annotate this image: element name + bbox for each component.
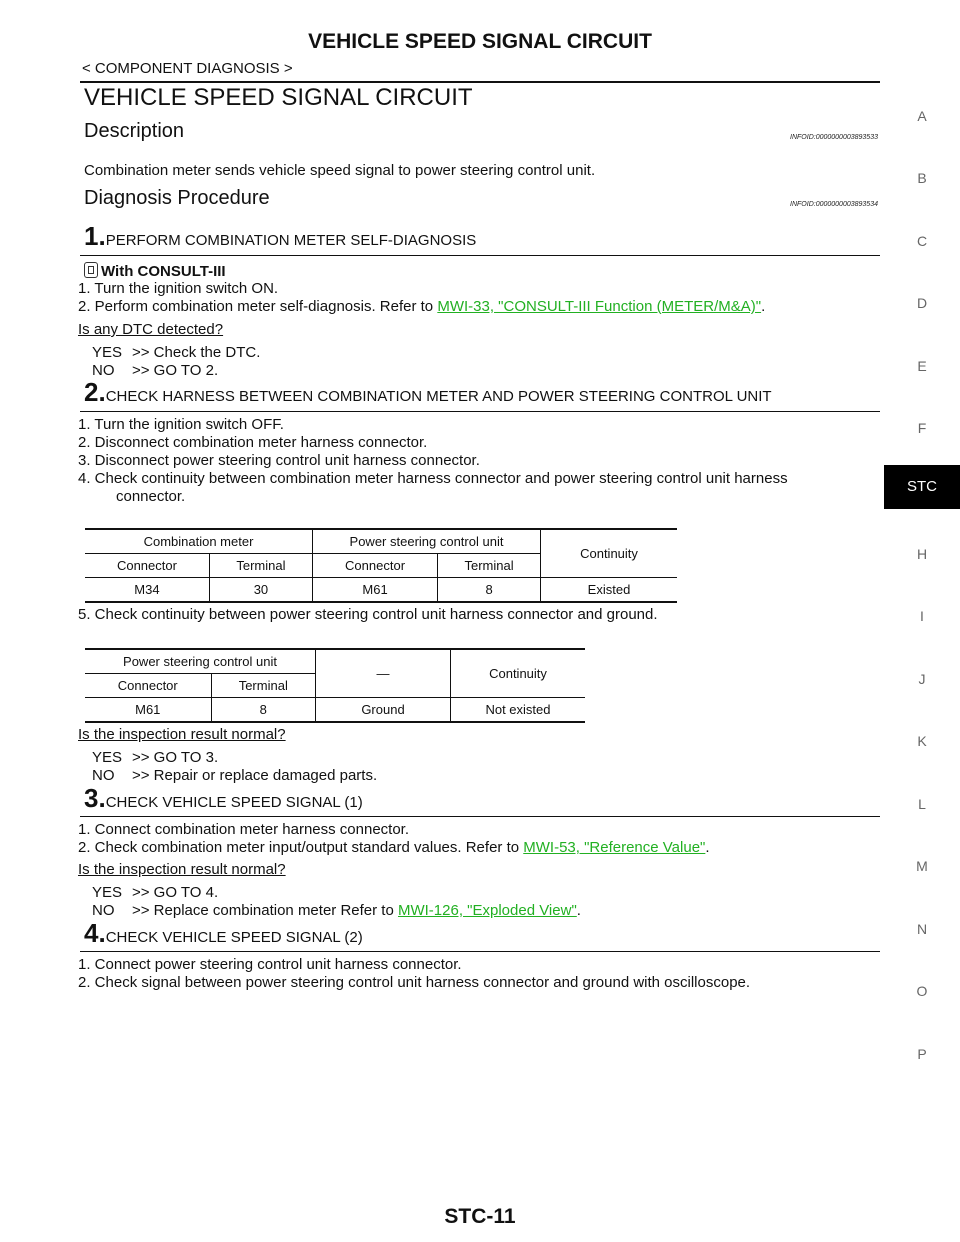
step2-line4b: connector. [116,488,186,505]
step2-line4a: 4. Check continuity between combination … [78,470,788,487]
index-letter-h[interactable]: H [916,546,928,562]
link-mwi-53[interactable]: MWI-53, "Reference Value" [523,839,706,856]
step4-line1: 1. Connect power steering control unit h… [78,956,462,973]
t1-header-connector-2: Connector [311,553,438,578]
t1-cell-continuity: Existed [540,577,677,603]
consult-tool-icon [84,262,98,278]
index-letter-j[interactable]: J [918,671,926,687]
t2-cell-terminal: 8 [210,697,316,723]
step1-number: 1. [84,221,106,251]
t2-header-continuity: Continuity [450,648,585,698]
step1-line1: 1. Turn the ignition switch ON. [78,280,279,297]
t1-header-meter: Combination meter [85,528,313,554]
step2-line3: 3. Disconnect power steering control uni… [78,452,480,469]
step3-line2: 2. Check combination meter input/output … [78,839,710,856]
t2-header-connector: Connector [85,673,212,698]
description-heading: Description [84,120,185,142]
index-letter-o[interactable]: O [916,983,928,999]
t2-cell-continuity: Not existed [450,697,585,723]
t1-header-continuity: Continuity [540,528,677,578]
t2-header-terminal: Terminal [210,673,316,698]
step3-number: 3. [84,783,106,813]
t1-header-connector-1: Connector [85,553,210,578]
step1-yes: YES>> Check the DTC. [92,344,261,361]
t2-cell-connector: M61 [85,697,212,723]
t1-cell-connector-1: M34 [85,577,210,603]
step1-with-consult: With CONSULT-III [84,262,226,280]
t1-cell-terminal-2: 8 [437,577,541,603]
step3-heading: 3.CHECK VEHICLE SPEED SIGNAL (1) [84,783,363,814]
step3-line1: 1. Connect combination meter harness con… [78,821,410,838]
step2-title: CHECK HARNESS BETWEEN COMBINATION METER … [105,388,772,405]
link-mwi-33[interactable]: MWI-33, "CONSULT-III Function (METER/M&A… [437,298,762,315]
step4-divider [80,951,880,952]
step2-question: Is the inspection result normal? [78,726,286,743]
link-mwi-126[interactable]: MWI-126, "Exploded View" [397,902,577,919]
index-letter-n[interactable]: N [916,921,928,937]
description-infoid: INFOID:0000000003893533 [790,134,878,141]
page-number: STC-11 [444,1205,516,1228]
step1-title: PERFORM COMBINATION METER SELF-DIAGNOSIS [105,232,477,249]
step3-question: Is the inspection result normal? [78,861,286,878]
index-letter-i[interactable]: I [920,608,924,624]
index-letter-k[interactable]: K [917,733,927,749]
step3-title: CHECK VEHICLE SPEED SIGNAL (1) [105,794,363,811]
step1-no: NO>> GO TO 2. [92,362,219,379]
t2-header-psu: Power steering control unit [85,648,316,674]
breadcrumb: < COMPONENT DIAGNOSIS > [82,60,293,77]
t1-header-psu: Power steering control unit [311,528,541,554]
step1-line2: 2. Perform combination meter self-diagno… [78,298,766,315]
step2-number: 2. [84,377,106,407]
step1-question: Is any DTC detected? [78,321,224,338]
t1-cell-terminal-1: 30 [208,577,313,603]
page-header-title: VEHICLE SPEED SIGNAL CIRCUIT [308,30,652,53]
step2-heading: 2.CHECK HARNESS BETWEEN COMBINATION METE… [84,377,772,408]
step2-line5: 5. Check continuity between power steeri… [78,606,658,623]
index-letter-e[interactable]: E [917,358,927,374]
index-letter-b[interactable]: B [917,170,927,186]
continuity-table-2: Power steering control unit — Continuity… [85,648,585,723]
t1-header-terminal-2: Terminal [437,553,541,578]
step2-divider [80,411,880,412]
t2-header-dash: — [315,648,451,698]
diagnosis-heading: Diagnosis Procedure [84,187,270,209]
step2-line2: 2. Disconnect combination meter harness … [78,434,428,451]
step3-yes: YES>> GO TO 4. [92,884,219,901]
step4-title: CHECK VEHICLE SPEED SIGNAL (2) [105,929,363,946]
step2-no: NO>> Repair or replace damaged parts. [92,767,378,784]
section-index-sidebar: A B C D E F STC H I J K L M N O P [884,0,960,1242]
step4-line2: 2. Check signal between power steering c… [78,974,751,991]
diagnosis-infoid: INFOID:0000000003893534 [790,201,878,208]
index-letter-l[interactable]: L [918,796,926,812]
t1-header-terminal-1: Terminal [208,553,313,578]
section-title: VEHICLE SPEED SIGNAL CIRCUIT [84,84,473,111]
t1-cell-connector-2: M61 [311,577,438,603]
step2-line1: 1. Turn the ignition switch OFF. [78,416,284,433]
step4-heading: 4.CHECK VEHICLE SPEED SIGNAL (2) [84,918,363,949]
header-divider [80,81,880,83]
description-text: Combination meter sends vehicle speed si… [84,162,596,179]
index-letter-f[interactable]: F [917,420,927,436]
step2-yes: YES>> GO TO 3. [92,749,219,766]
index-letter-a[interactable]: A [917,108,927,124]
step3-divider [80,816,880,817]
step1-heading: 1.PERFORM COMBINATION METER SELF-DIAGNOS… [84,221,476,252]
step4-number: 4. [84,918,106,948]
index-letter-d[interactable]: D [916,295,928,311]
t2-cell-ground: Ground [315,697,451,723]
index-letter-c[interactable]: C [916,233,928,249]
step3-no: NO>> Replace combination meter Refer to … [92,902,581,919]
continuity-table-1: Combination meter Power steering control… [85,528,677,603]
step1-divider [80,255,880,256]
index-tab-stc-active[interactable]: STC [884,465,960,509]
index-letter-m[interactable]: M [916,858,928,874]
index-letter-p[interactable]: P [917,1046,927,1062]
